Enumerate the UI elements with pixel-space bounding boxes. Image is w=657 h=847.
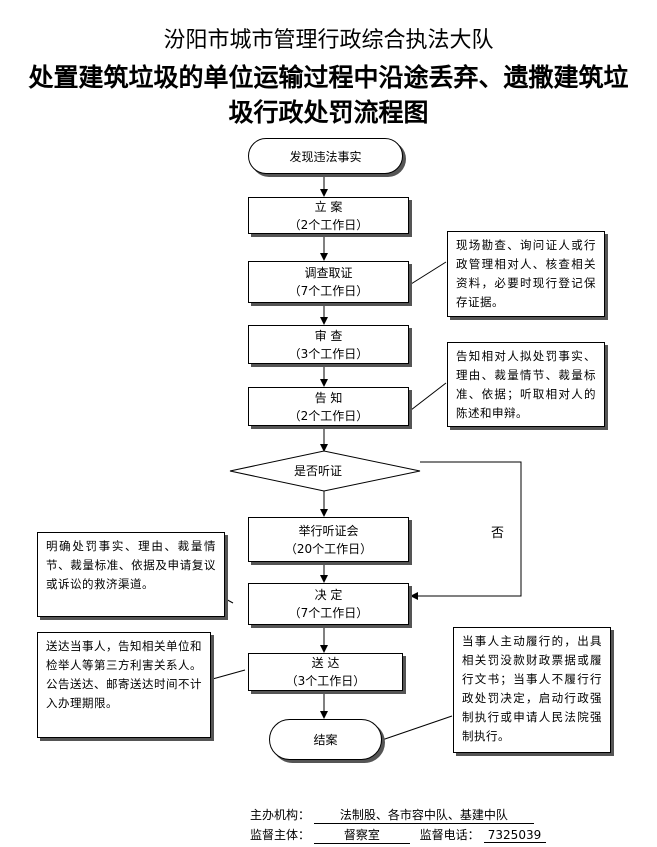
note-decide: 明确处罚事实、理由、裁量情节、裁量标准、依据及申请复议或诉讼的救济渠道。: [37, 532, 225, 617]
step-review-title: 审 查: [314, 328, 343, 343]
callout-end: [381, 715, 453, 741]
step-decide-title: 决 定: [314, 588, 343, 602]
step-deliver-title: 送 达: [311, 656, 340, 670]
step-hearing-duration: （20个工作日）: [284, 541, 373, 556]
footer-org-value: 法制股、各市容中队、基建中队: [313, 806, 534, 824]
footer-supervisor-value: 督察室: [313, 826, 410, 844]
step-review-duration: （3个工作日）: [288, 346, 369, 361]
footer-supervision: 监督主体： 督察室 监督电话： 7325039: [250, 826, 546, 844]
callout-deliver: [208, 669, 246, 681]
step-hearing-title: 举行听证会: [298, 523, 359, 538]
step-register-title: 立 案: [314, 199, 343, 214]
step-investigate-title: 调查取证: [304, 266, 353, 280]
page-title: 汾阳市城市管理行政综合执法大队: [163, 28, 494, 53]
callout-notify: [410, 382, 447, 411]
footer-supervisor-label: 监督主体：: [250, 828, 311, 842]
step-decide-duration: （7个工作日）: [288, 606, 369, 620]
start-node: 发现违法事实: [248, 138, 403, 174]
footer-phone-label: 监督电话：: [419, 828, 480, 842]
step-deliver-duration: （3个工作日）: [285, 674, 366, 688]
arrow-no-hearing: [410, 461, 522, 600]
step-hearing: 举行听证会 （20个工作日）: [248, 517, 409, 562]
flowchart-title: 处置建筑垃圾的单位运输过程中沿途丢弃、遗撒建筑垃: [28, 63, 629, 92]
callout-investigate: [410, 261, 447, 285]
end-node: 结案: [269, 719, 382, 760]
step-register: 立 案 （2个工作日）: [248, 197, 409, 234]
note-end: 当事人主动履行的，出具相关罚没款财政票据或履行文书；当事人不履行行政处罚决定，启…: [453, 627, 611, 753]
decision-diamond: [229, 450, 421, 492]
footer-org-label: 主办机构：: [250, 808, 311, 822]
step-register-duration: （2个工作日）: [288, 217, 369, 232]
step-decide: 决 定 （7个工作日）: [248, 583, 409, 625]
step-investigate: 调查取证 （7个工作日）: [248, 261, 409, 303]
flowchart-title-continued: 圾行政处罚流程图: [228, 98, 429, 127]
step-notify-duration: （2个工作日）: [288, 408, 369, 423]
note-investigate: 现场勘查、询问证人或行政管理相对人、核查相关资料，必要时现行登记保存证据。: [447, 231, 605, 317]
step-notify: 告 知 （2个工作日）: [248, 387, 409, 426]
step-review: 审 查 （3个工作日）: [248, 325, 409, 364]
note-notify: 告知相对人拟处罚事实、理由、裁量情节、裁量标准、依据；听取相对人的陈述和申辩。: [447, 342, 605, 427]
no-branch-label: 否: [491, 526, 505, 541]
note-deliver: 送达当事人，告知相关单位和检举人等第三方利害关系人。公告送达、邮寄送达时间不计入…: [37, 632, 211, 738]
footer-phone-value: 7325039: [483, 828, 546, 843]
step-deliver: 送 达 （3个工作日）: [248, 653, 403, 691]
step-investigate-duration: （7个工作日）: [288, 284, 369, 298]
decision-hearing-label: 是否听证: [294, 464, 343, 478]
footer-org: 主办机构： 法制股、各市容中队、基建中队: [250, 806, 534, 824]
step-notify-title: 告 知: [314, 390, 343, 405]
